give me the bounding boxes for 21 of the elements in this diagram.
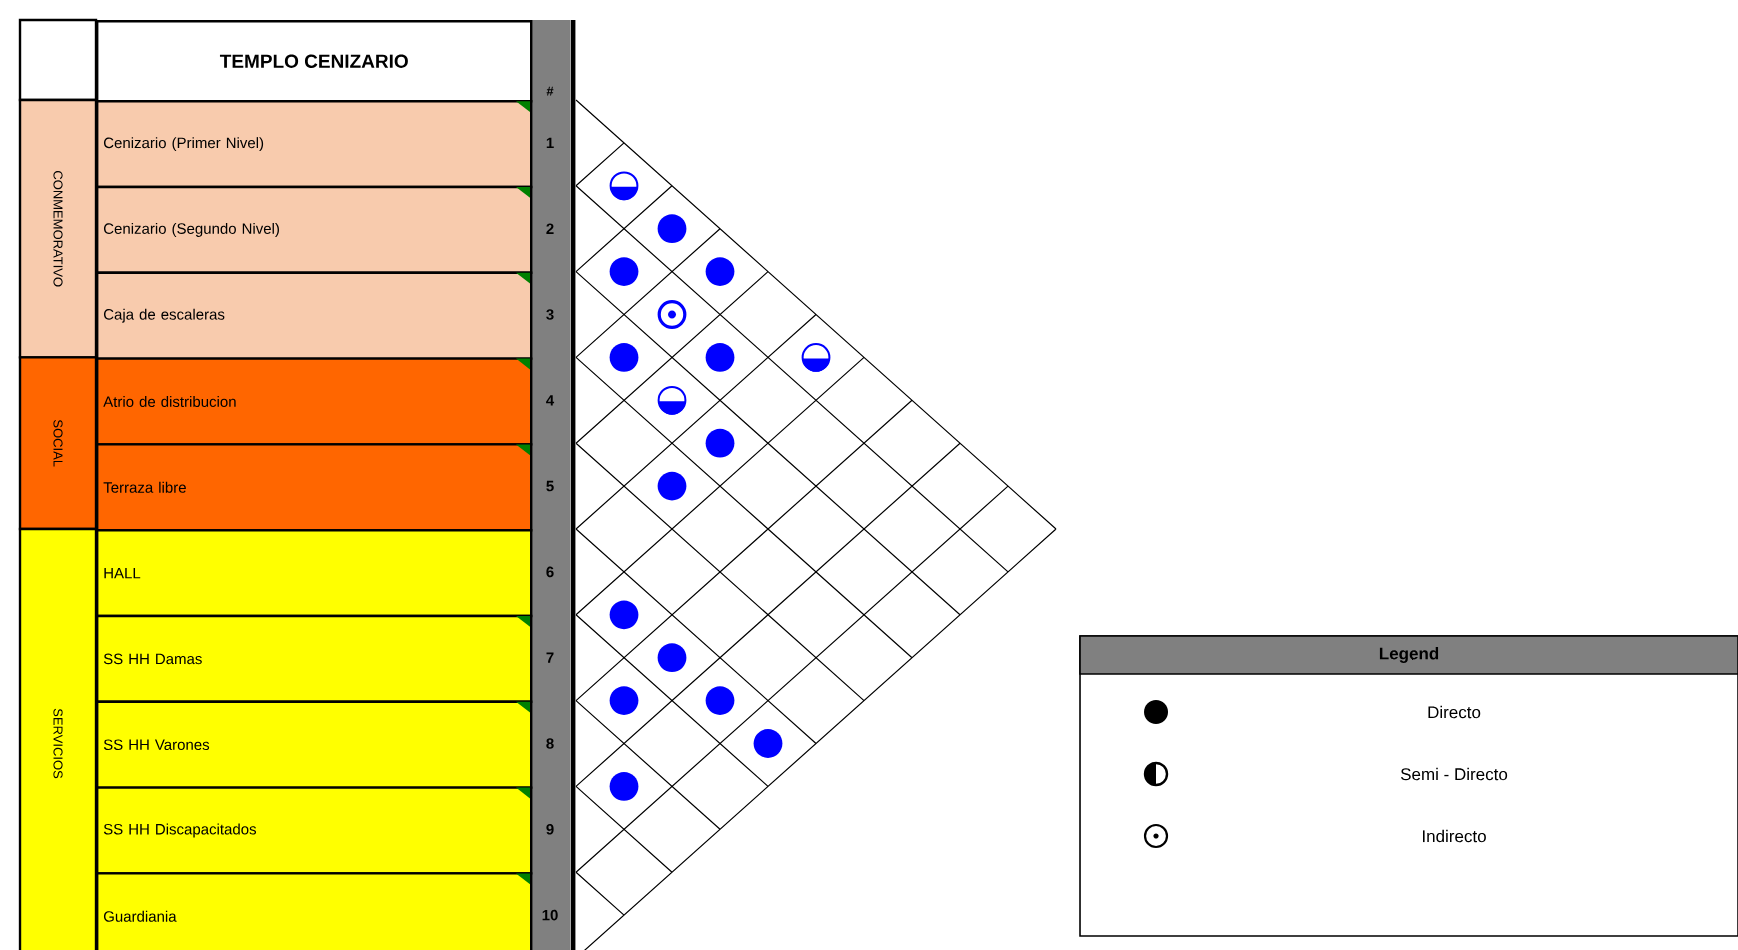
filled-dot: [657, 471, 687, 501]
ring-dot: [657, 300, 687, 329]
filled-dot: [609, 343, 639, 372]
filled-dot: [705, 686, 735, 715]
legend-heading: Legend: [1079, 635, 1738, 675]
legend-label: Directo: [1428, 705, 1481, 719]
legend-label: Semi - Directo: [1400, 767, 1508, 781]
half-filled-dot: [609, 171, 639, 201]
filled-dot: [609, 686, 639, 715]
legend-label: Indirecto: [1423, 829, 1486, 843]
filled-dot: [753, 729, 783, 758]
filled-dot: [657, 643, 687, 673]
filled-dot: [609, 257, 639, 286]
half-filled-dot: [657, 385, 687, 415]
filled-dot: [705, 428, 735, 458]
filled-dot: [609, 600, 639, 630]
half-filled-dot: [801, 343, 831, 372]
filled-dot: [705, 257, 735, 286]
filled-dot: [609, 772, 639, 801]
filled-dot: [657, 214, 687, 244]
filled-dot: [705, 343, 735, 372]
